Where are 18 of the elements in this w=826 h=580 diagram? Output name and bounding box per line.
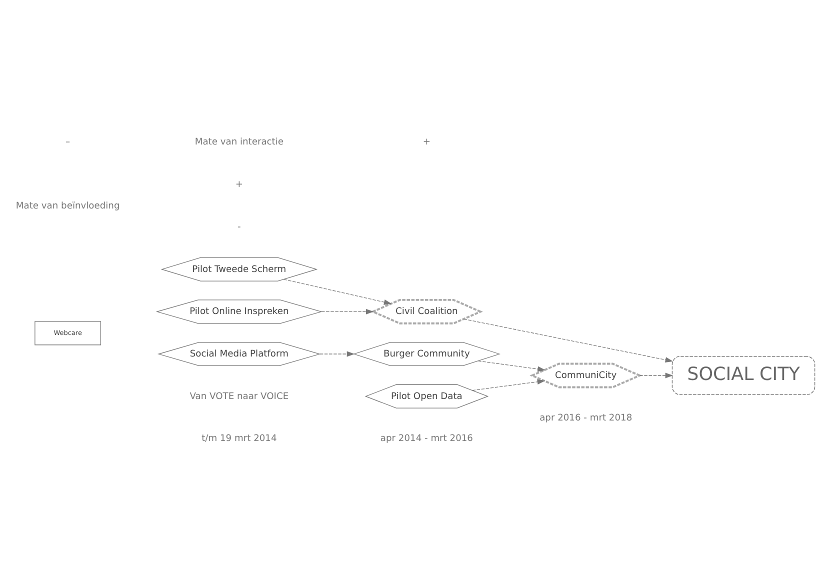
label: apr 2016 - mrt 2018 (540, 412, 632, 423)
arrow (321, 308, 374, 314)
label: Van VOTE naar VOICE (190, 391, 289, 402)
label: Mate van interactie (194, 137, 284, 148)
label: Mate van beïnvloeding (16, 201, 120, 212)
arrow (320, 350, 355, 356)
arrow (472, 378, 546, 390)
label: apr 2014 - mrt 2016 (380, 434, 473, 444)
arrow (283, 278, 392, 304)
arrow (639, 372, 674, 378)
arrow (478, 360, 546, 372)
node-box: SOCIAL CITY (672, 355, 816, 395)
label: + (235, 180, 243, 190)
label: – (66, 137, 70, 148)
arrow (464, 318, 674, 362)
label: t/m 19 mrt 2014 (202, 434, 277, 444)
label: - (238, 222, 241, 232)
label: + (422, 137, 431, 148)
